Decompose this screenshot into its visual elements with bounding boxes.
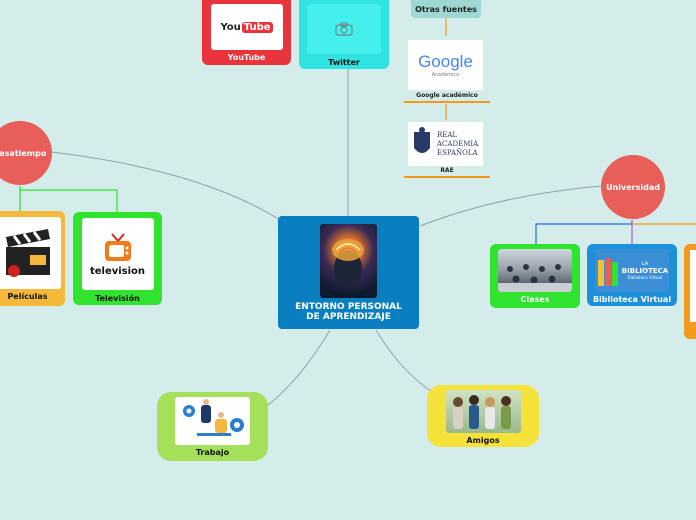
trabajo-label: Trabajo: [195, 448, 230, 457]
biblioteca-label: Biblioteca Virtual: [592, 295, 672, 304]
rae-crest-icon: [414, 127, 430, 153]
amigos-card[interactable]: Amigos: [427, 385, 539, 447]
rae-label: RAE: [440, 167, 454, 174]
camera-icon: [335, 22, 353, 36]
books-icon: [597, 257, 618, 286]
twitter-label: Twitter: [328, 58, 360, 67]
google-logo-text: Google: [418, 52, 473, 71]
google-academico-label: Google académico: [416, 92, 478, 99]
youtube-logo-box: Tube: [241, 21, 273, 33]
universidad-label: Universidad: [606, 182, 660, 192]
central-topic[interactable]: ENTORNO PERSONAL DE APRENDIZAJE: [278, 216, 419, 329]
central-title-2: DE APRENDIZAJE: [306, 312, 391, 322]
clapperboard-icon: [0, 217, 61, 289]
google-academico-underline: [404, 101, 490, 103]
twitter-image-placeholder: [307, 4, 381, 54]
youtube-card[interactable]: You Tube YouTube: [202, 0, 291, 65]
rae-underline: [404, 176, 490, 178]
universidad-partial-card[interactable]: [684, 244, 696, 339]
universidad-partial-image: [690, 250, 696, 322]
brain-head-icon: [320, 224, 377, 298]
otras-fuentes-topic[interactable]: Otras fuentes: [411, 0, 481, 18]
biblioteca-logo-line1: LA: [641, 261, 649, 267]
clases-card[interactable]: Clases: [490, 244, 580, 308]
biblioteca-logo-line2: BIBLIOTECA: [621, 267, 669, 275]
trabajo-card[interactable]: Trabajo: [157, 392, 268, 461]
biblioteca-logo: LA BIBLIOTECA Biblioteca Virtual: [595, 249, 669, 292]
tv-icon: [104, 232, 131, 261]
pasatiempo-label: Pasatiempo: [0, 148, 47, 158]
google-academico-node[interactable]: Google Académico Google académico: [404, 38, 490, 104]
rae-logo: REAL ACADEMIA ESPAÑOLA: [408, 122, 483, 166]
central-title-1: ENTORNO PERSONAL: [295, 302, 402, 312]
rae-node[interactable]: REAL ACADEMIA ESPAÑOLA RAE: [404, 120, 490, 180]
universidad-topic[interactable]: Universidad: [601, 155, 665, 219]
teamwork-illustration: [175, 397, 250, 445]
google-logo-sub: Académico: [431, 72, 460, 78]
television-logo: television: [81, 218, 154, 290]
clases-label: Clases: [520, 295, 550, 304]
biblioteca-logo-line3: Biblioteca Virtual: [627, 275, 663, 280]
friends-photo: [445, 390, 521, 433]
peliculas-card[interactable]: Películas: [0, 211, 65, 306]
classroom-photo: [498, 249, 572, 292]
rae-logo-line1: REAL: [437, 130, 458, 139]
biblioteca-card[interactable]: LA BIBLIOTECA Biblioteca Virtual Bibliot…: [587, 244, 677, 306]
television-logo-text: television: [89, 265, 146, 277]
youtube-logo: You Tube: [210, 4, 283, 50]
youtube-logo-text: You: [220, 21, 241, 33]
peliculas-label: Películas: [7, 292, 48, 301]
amigos-label: Amigos: [466, 436, 500, 445]
rae-logo-line3: ESPAÑOLA: [437, 148, 478, 157]
otras-fuentes-label: Otras fuentes: [415, 4, 477, 14]
television-card[interactable]: television Televisión: [73, 212, 162, 305]
rae-logo-line2: ACADEMIA: [437, 139, 479, 148]
television-label: Televisión: [95, 294, 140, 303]
twitter-card[interactable]: Twitter: [299, 0, 389, 69]
youtube-label: YouTube: [227, 53, 266, 62]
google-academico-logo: Google Académico: [408, 40, 483, 90]
pasatiempo-topic[interactable]: Pasatiempo: [0, 121, 52, 185]
